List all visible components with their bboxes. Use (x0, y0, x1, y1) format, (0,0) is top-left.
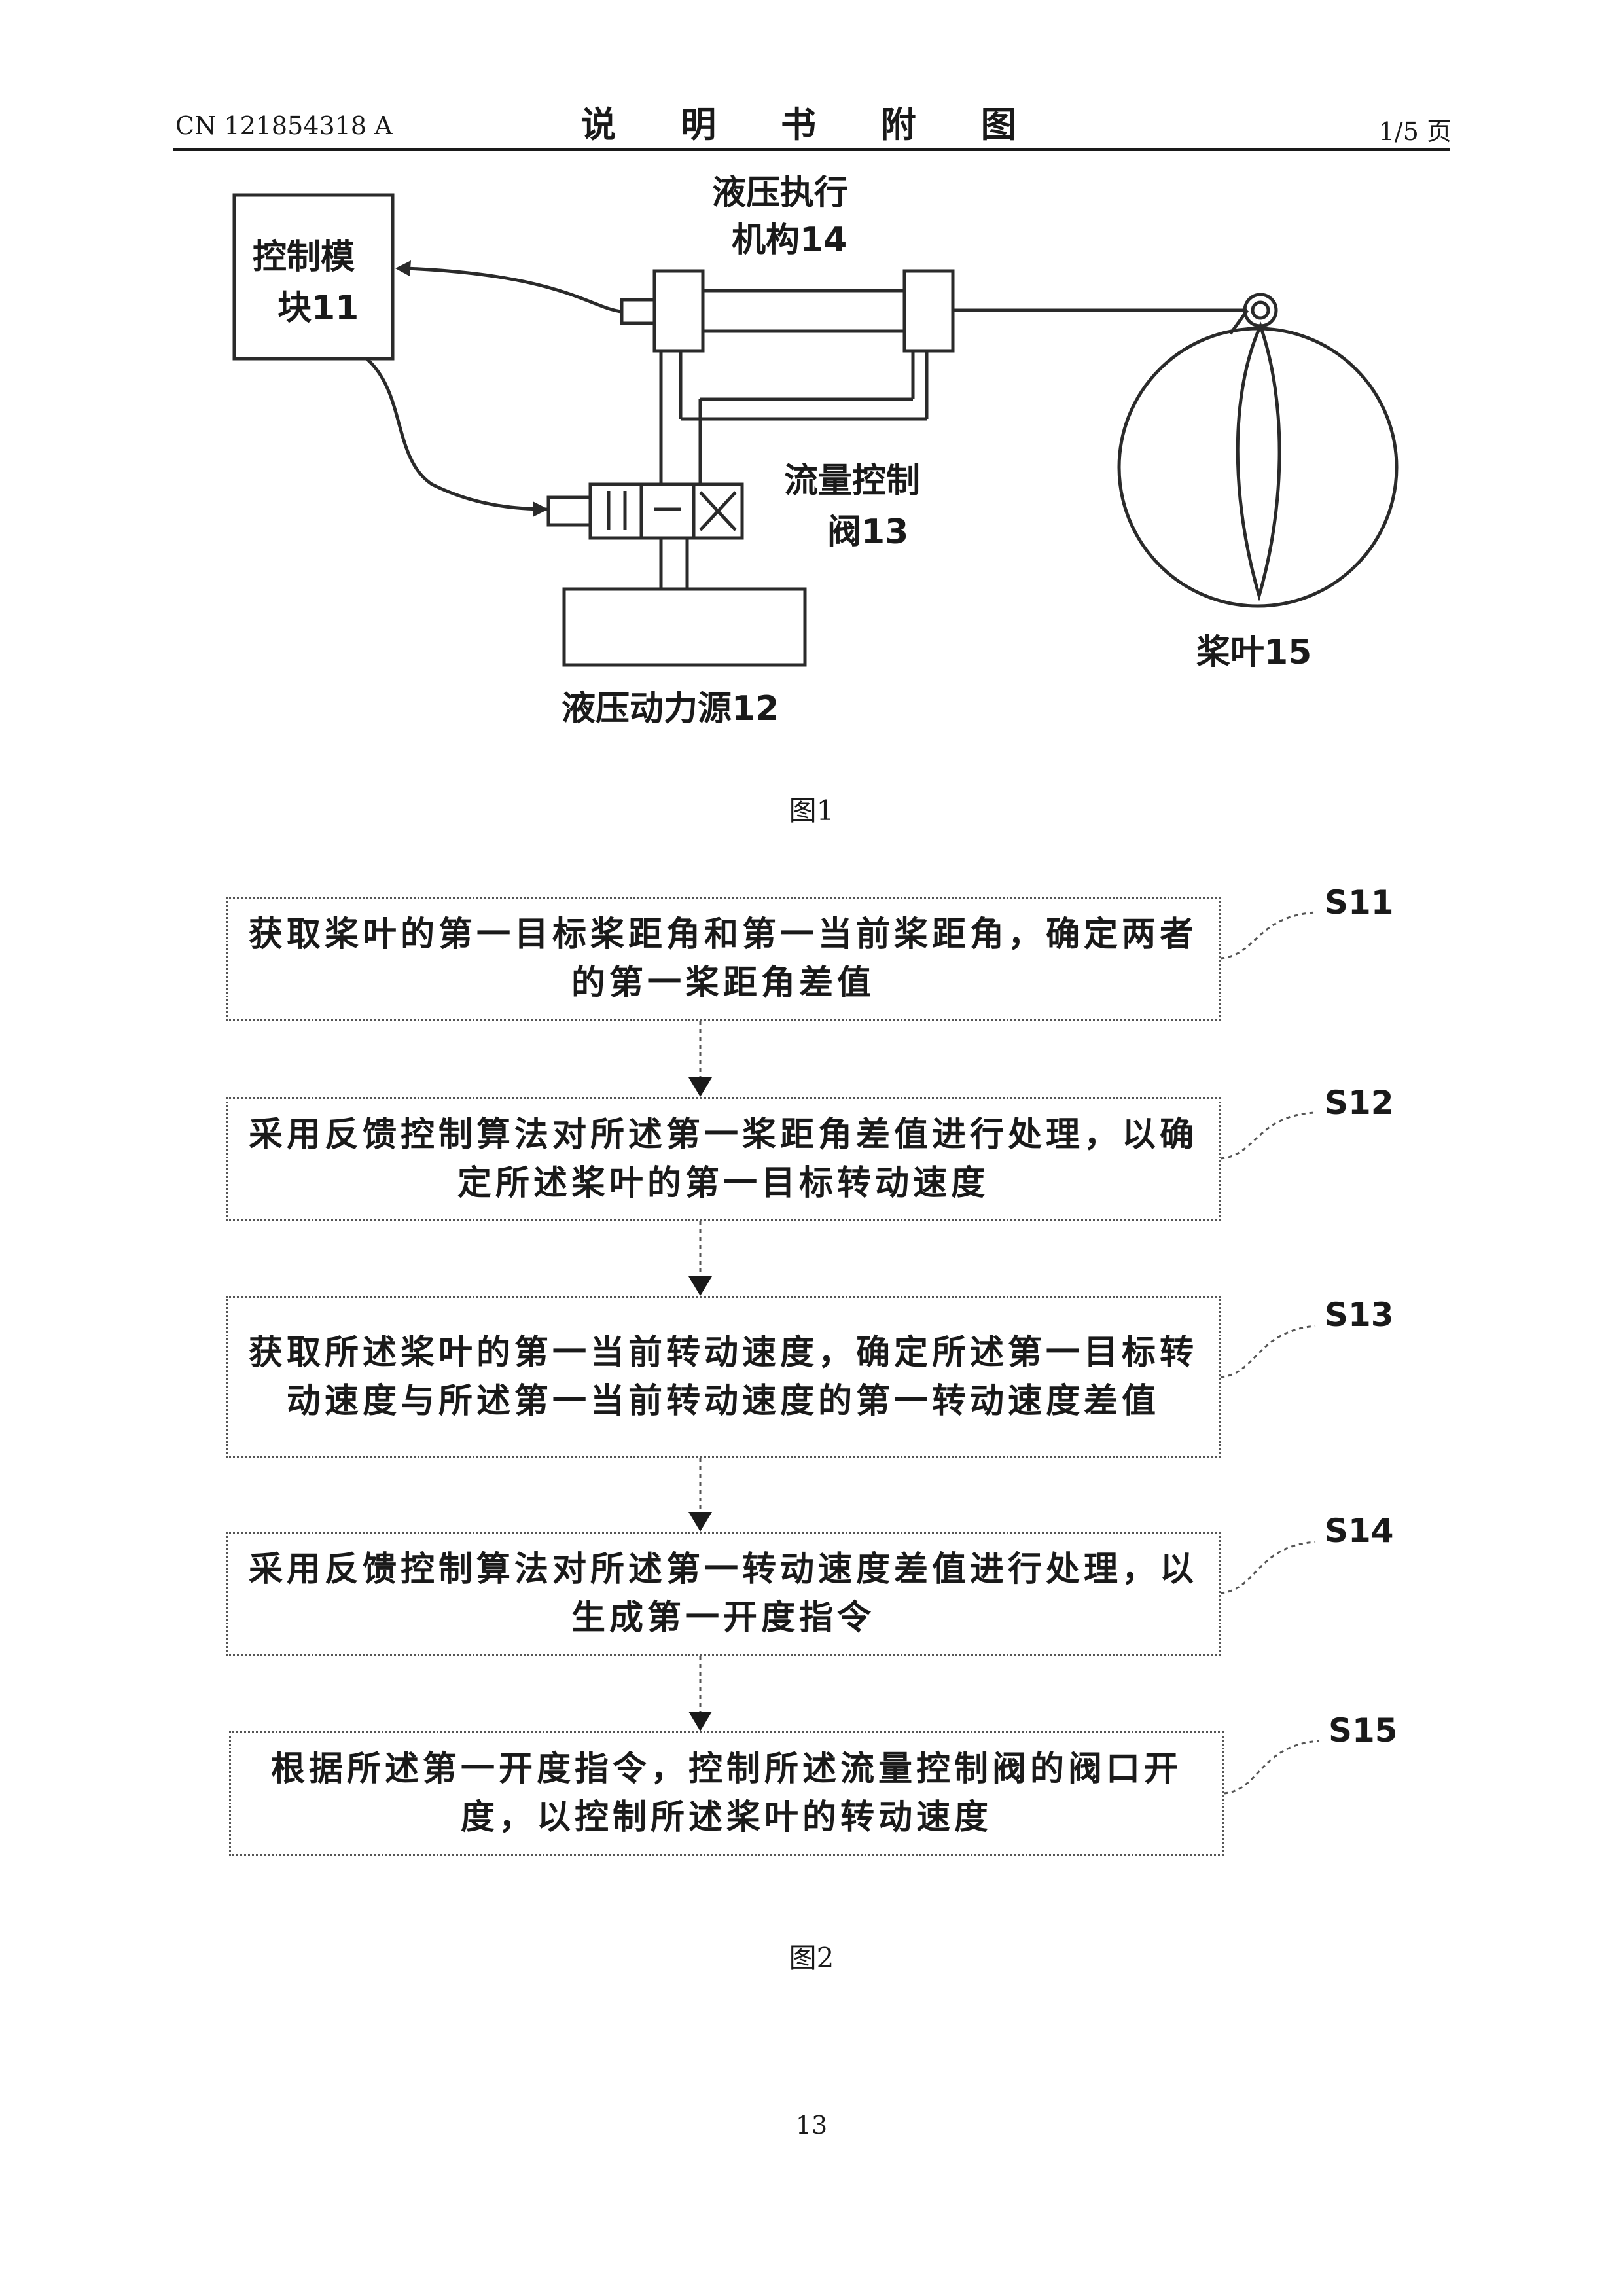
arrow-s14 (688, 1512, 712, 1532)
arrow-s15 (688, 1712, 712, 1731)
leader-s13 (1221, 1326, 1315, 1377)
page-number: 13 (0, 2111, 1623, 2140)
leader-s14 (1221, 1542, 1315, 1593)
arrow-s13 (688, 1276, 712, 1296)
figure-2-caption: 图2 (0, 1936, 1623, 1976)
arrow-s12 (688, 1077, 712, 1097)
leader-s11 (1221, 912, 1315, 958)
leader-s15 (1224, 1741, 1319, 1793)
leader-s12 (1221, 1113, 1315, 1158)
